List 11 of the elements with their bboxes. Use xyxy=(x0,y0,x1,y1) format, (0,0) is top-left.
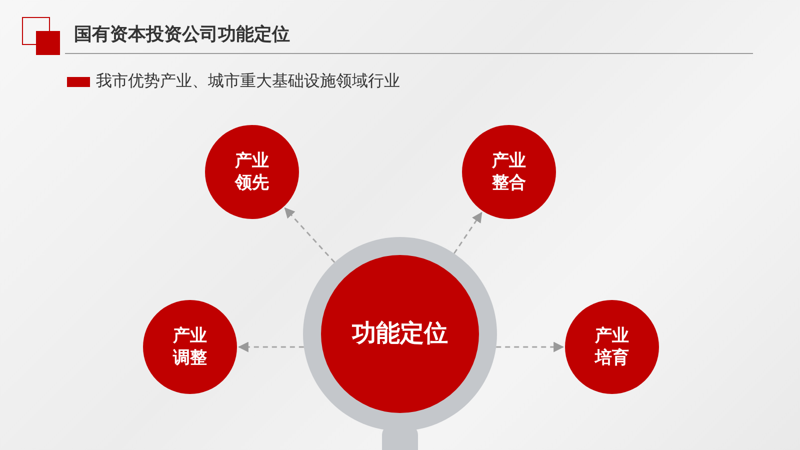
dashed-arrow xyxy=(284,207,336,263)
node-label: 产业领先 xyxy=(234,150,270,194)
node-label: 功能定位 xyxy=(352,318,448,350)
node-label: 产业整合 xyxy=(490,150,527,194)
subtitle: 我市优势产业、城市重大基础设施领域行业 xyxy=(96,71,400,92)
title: 国有资本投资公司功能定位 xyxy=(74,23,290,46)
dashed-arrow xyxy=(238,342,304,352)
node-label: 产业培育 xyxy=(593,324,630,370)
dashed-arrow xyxy=(496,342,564,352)
node-label: 产业调整 xyxy=(172,324,208,370)
dashed-arrow xyxy=(453,212,482,254)
